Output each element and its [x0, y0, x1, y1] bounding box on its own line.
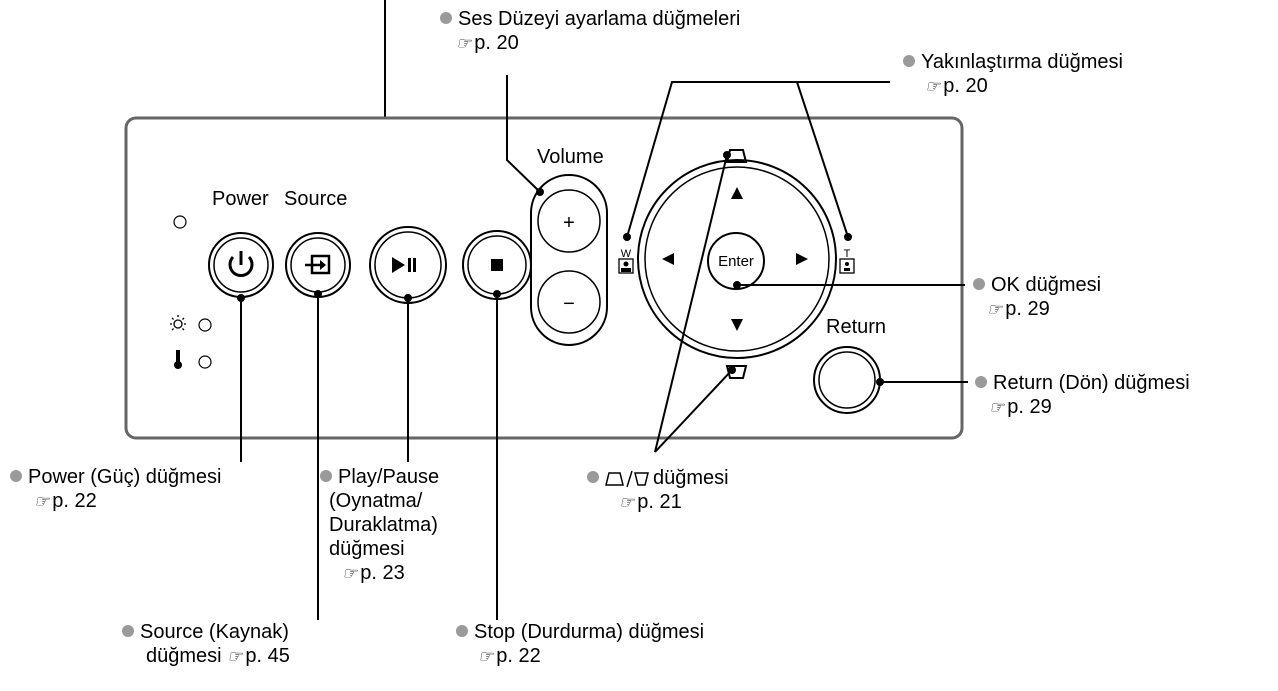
return-callout: Return (Dön) düğmesi ☞p. 29	[975, 371, 1190, 420]
bullet-icon	[10, 469, 22, 482]
lamp-indicator	[170, 315, 212, 332]
playpause-callout-title: Play/Pause	[338, 466, 440, 488]
down-arrow-icon[interactable]	[731, 319, 743, 331]
reference-icon: ☞	[989, 398, 1005, 418]
reference-icon: ☞	[925, 77, 941, 97]
stop-callout: Stop (Durdurma) düğmesi ☞p. 22	[456, 620, 704, 669]
reference-icon: ☞	[227, 647, 243, 667]
plus-icon: +	[563, 212, 575, 234]
playpause-callout-line3: Duraklatma)	[329, 514, 438, 536]
playpause-callout-line4: düğmesi	[329, 538, 405, 560]
ok-callout-title: OK düğmesi	[991, 274, 1102, 296]
return-callout-ref[interactable]: p. 29	[1007, 396, 1052, 418]
reference-icon: ☞	[456, 34, 472, 54]
power-label: Power	[212, 188, 269, 210]
power-callout-ref[interactable]: p. 22	[52, 490, 97, 512]
lamp-icon	[170, 315, 186, 331]
ok-callout: OK düğmesi ☞p. 29	[973, 273, 1101, 322]
volume-label: Volume	[537, 146, 604, 168]
ok-callout-ref[interactable]: p. 29	[1005, 298, 1050, 320]
volume-callout-ref[interactable]: p. 20	[474, 32, 519, 54]
keystone-callout-title: düğmesi	[653, 467, 729, 489]
source-callout-line2: düğmesi	[146, 645, 222, 667]
power-icon	[228, 251, 254, 277]
svg-text:W: W	[621, 248, 632, 260]
power-button[interactable]	[208, 232, 274, 298]
keystone-callout-ref[interactable]: p. 21	[637, 491, 682, 513]
minus-icon: −	[563, 293, 575, 315]
playpause-callout-ref[interactable]: p. 23	[360, 562, 405, 584]
bullet-icon	[903, 54, 915, 67]
play-pause-icon	[392, 257, 416, 273]
bullet-icon	[587, 470, 599, 483]
playpause-callout: Play/Pause (Oynatma/ Duraklatma) düğmesi…	[320, 465, 439, 586]
enter-label: Enter	[718, 253, 754, 270]
svg-text:T: T	[844, 248, 851, 260]
thermometer-icon	[174, 350, 182, 369]
volume-callout: Ses Düzeyi ayarlama düğmeleri ☞p. 20	[440, 7, 740, 56]
keystone-callout: düğmesi ☞p. 21	[587, 466, 729, 515]
source-callout-ref[interactable]: p. 45	[245, 645, 290, 667]
source-callout-title: Source (Kaynak)	[140, 621, 289, 643]
left-arrow-icon[interactable]	[662, 253, 674, 265]
reference-icon: ☞	[619, 493, 635, 513]
bullet-icon	[973, 277, 985, 290]
playpause-callout-line2: (Oynatma/	[329, 490, 423, 512]
zoom-wide-icon: W	[618, 248, 634, 274]
stop-callout-ref[interactable]: p. 22	[496, 645, 541, 667]
zoom-callout-ref[interactable]: p. 20	[943, 75, 988, 97]
return-callout-title: Return (Dön) düğmesi	[993, 372, 1190, 394]
source-input-icon	[305, 254, 331, 275]
leader-endpoints	[237, 151, 884, 386]
right-arrow-icon[interactable]	[796, 253, 808, 265]
zoom-callout-title: Yakınlaştırma düğmesi	[921, 51, 1123, 73]
stop-button[interactable]	[462, 230, 532, 300]
power-callout: Power (Güç) düğmesi ☞p. 22	[10, 465, 221, 514]
volume-callout-title: Ses Düzeyi ayarlama düğmeleri	[458, 8, 741, 30]
power-indicator-light	[173, 215, 187, 229]
zoom-tele-icon: T	[839, 248, 855, 274]
enter-button[interactable]: Enter	[707, 232, 765, 290]
leader-lines	[240, 75, 968, 620]
play-pause-button[interactable]	[369, 226, 447, 304]
reference-icon: ☞	[478, 647, 494, 667]
reference-icon: ☞	[342, 564, 358, 584]
reference-icon: ☞	[987, 300, 1003, 320]
bullet-icon	[975, 375, 987, 388]
return-button[interactable]	[813, 346, 881, 414]
keystone-icons	[605, 470, 649, 487]
zoom-callout: Yakınlaştırma düğmesi ☞p. 20	[903, 50, 1123, 99]
stop-icon	[491, 259, 503, 271]
source-callout: Source (Kaynak) düğmesi ☞p. 45	[122, 620, 290, 669]
temp-indicator	[174, 350, 212, 369]
source-button[interactable]	[285, 232, 351, 298]
source-label: Source	[284, 188, 347, 210]
volume-up-button[interactable]: +	[537, 189, 601, 253]
reference-icon: ☞	[34, 492, 50, 512]
bullet-icon	[122, 624, 134, 637]
bullet-icon	[320, 469, 332, 482]
bullet-icon	[440, 11, 452, 24]
power-callout-title: Power (Güç) düğmesi	[28, 466, 222, 488]
return-label: Return	[826, 316, 886, 338]
stop-callout-title: Stop (Durdurma) düğmesi	[474, 621, 705, 643]
bullet-icon	[456, 624, 468, 637]
volume-down-button[interactable]: −	[537, 270, 601, 334]
up-arrow-icon[interactable]	[731, 187, 743, 199]
